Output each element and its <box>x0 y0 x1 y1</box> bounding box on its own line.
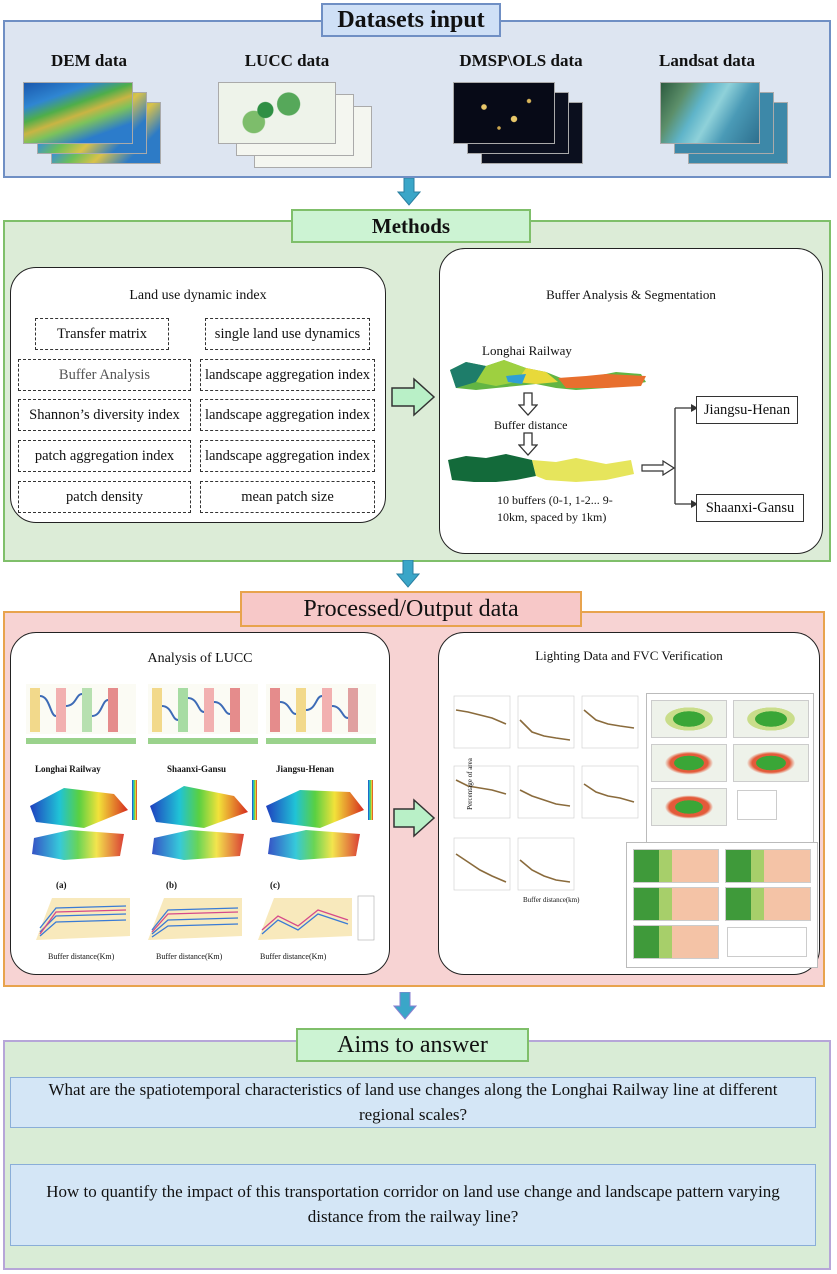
processed-title: Processed/Output data <box>240 591 582 627</box>
fvc-map-grid <box>626 842 818 968</box>
buffer-distance-label: Buffer distance <box>494 418 568 432</box>
lighting-xlabel: Buffer distance(km) <box>523 896 580 904</box>
region-shaanxi-gansu: Shaanxi-Gansu <box>696 494 804 522</box>
surface-title-shaanxi-gansu: Shaanxi-Gansu <box>167 764 227 774</box>
dmsp-ols-data-label: DMSP\OLS data <box>459 51 583 70</box>
satellite-image-icon <box>660 80 800 170</box>
lucc-xlabel-c: Buffer distance(Km) <box>260 952 327 961</box>
buffers-note: 10 buffers (0-1, 1-2... 9-10km, spaced b… <box>497 493 613 525</box>
transfer-flow-charts <box>26 684 376 744</box>
land-use-dynamic-index-box: Land use dynamic index <box>10 267 386 523</box>
region-jiangsu-henan: Jiangsu-Henan <box>696 396 798 424</box>
index-line-charts <box>36 895 375 941</box>
segmented-map-icon <box>448 454 634 482</box>
aim-question-2: How to quantify the impact of this trans… <box>10 1164 816 1246</box>
hollow-right-arrow-icon <box>641 460 675 476</box>
surface-title-jiangsu-henan: Jiangsu-Henan <box>276 764 335 774</box>
surface-title-longhai: Longhai Railway <box>35 764 101 774</box>
method-item-landscape-aggregation-3: landscape aggregation index <box>200 440 375 472</box>
panel-letter-c: (c) <box>270 880 280 890</box>
method-item-transfer-matrix: Transfer matrix <box>35 318 169 350</box>
panel-letter-a: (a) <box>56 880 67 890</box>
lighting-fvc-title: Lighting Data and FVC Verification <box>535 648 723 663</box>
landsat-data-label: Landsat data <box>659 51 755 70</box>
hollow-down-arrow-icon <box>518 392 538 416</box>
method-item-landscape-aggregation-1: landscape aggregation index <box>200 359 375 391</box>
panel-letter-b: (b) <box>166 880 177 890</box>
method-item-buffer-analysis: Buffer Analysis <box>18 359 191 391</box>
lighting-map-grid <box>646 693 814 845</box>
right-arrow-icon <box>391 377 436 417</box>
night-light-icon <box>453 80 593 170</box>
datasets-title: Datasets input <box>321 3 501 37</box>
right-arrow-icon <box>393 798 436 838</box>
bracket-connector <box>674 404 698 508</box>
land-use-dynamic-index-title: Land use dynamic index <box>129 288 267 303</box>
dem-data-label: DEM data <box>50 51 128 70</box>
down-arrow-icon <box>396 560 420 588</box>
landscape-surface-plots <box>30 780 373 860</box>
longhai-railway-label: Longhai Railway <box>482 343 572 358</box>
railway-map-icon <box>450 360 646 390</box>
method-item-landscape-aggregation-2: landscape aggregation index <box>200 399 375 431</box>
dem-map-icon <box>23 80 163 170</box>
lucc-xlabel-b: Buffer distance(Km) <box>156 952 223 961</box>
lucc-map-icon <box>218 80 378 170</box>
buffer-analysis-title: Buffer Analysis & Segmentation <box>546 287 716 302</box>
lighting-line-charts <box>453 695 639 891</box>
method-item-mean-patch-size: mean patch size <box>200 481 375 513</box>
method-item-patch-density: patch density <box>18 481 191 513</box>
down-arrow-icon <box>393 992 417 1020</box>
aims-title: Aims to answer <box>296 1028 529 1062</box>
lucc-xlabel-a: Buffer distance(Km) <box>48 952 115 961</box>
method-item-patch-aggregation: patch aggregation index <box>18 440 191 472</box>
down-arrow-icon <box>397 178 421 206</box>
lighting-ylabel: Percentage of area <box>466 758 474 810</box>
method-item-single-land-use-dynamics: single land use dynamics <box>205 318 370 350</box>
hollow-down-arrow-icon <box>518 432 538 456</box>
analysis-of-lucc-title: Analysis of LUCC <box>147 651 253 666</box>
lucc-data-label: LUCC data <box>244 51 330 70</box>
aim-question-1: What are the spatiotemporal characterist… <box>10 1077 816 1128</box>
method-item-shannon-diversity: Shannon’s diversity index <box>18 399 191 431</box>
methods-title: Methods <box>291 209 531 243</box>
